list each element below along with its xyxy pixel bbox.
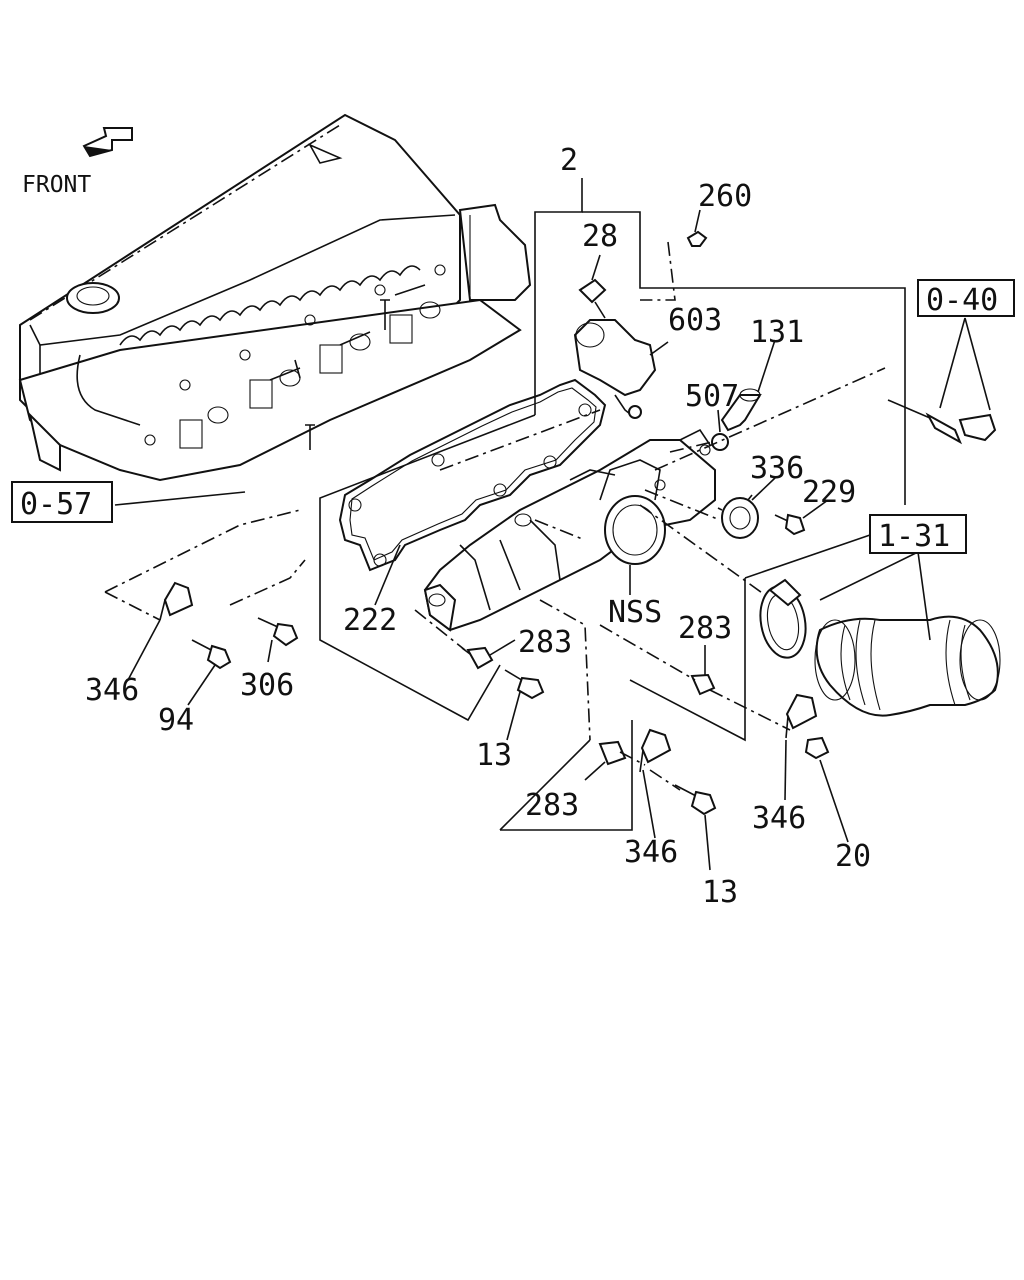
- clip-346-left: [159, 581, 194, 621]
- fitting-131: [720, 388, 762, 432]
- bolt-13-lower: [674, 784, 717, 816]
- part-labels: 2 260 28 603 131 507 336 229 222 NSS 283…: [85, 143, 871, 910]
- label-2: 2: [560, 143, 578, 178]
- label-507: 507: [685, 379, 739, 414]
- label-346-right: 346: [752, 801, 806, 836]
- bolt-28: [578, 278, 607, 319]
- label-283-lower: 283: [525, 788, 579, 823]
- plug-507: [711, 433, 729, 451]
- nut-20: [804, 736, 830, 760]
- label-336: 336: [750, 451, 804, 486]
- ref-box-1-31: 1-31: [869, 514, 967, 554]
- bolt-94: [191, 639, 232, 670]
- svg-text:0-57: 0-57: [20, 487, 92, 522]
- label-131: 131: [750, 315, 804, 350]
- label-nss: NSS: [608, 595, 662, 630]
- label-306: 306: [240, 668, 294, 703]
- label-283-right: 283: [678, 611, 732, 646]
- label-603: 603: [668, 303, 722, 338]
- label-260: 260: [698, 179, 752, 214]
- hose-clamp: [759, 578, 807, 659]
- nut-283-upper: [461, 646, 494, 670]
- ref-box-0-40: 0-40: [917, 279, 1015, 318]
- label-346-middle: 346: [624, 835, 678, 870]
- label-222: 222: [343, 603, 397, 638]
- label-283-upper: 283: [518, 625, 572, 660]
- bolt-13-upper: [504, 669, 545, 700]
- svg-text:0-40: 0-40: [926, 283, 998, 318]
- nut-283-right: [690, 673, 716, 696]
- front-label: FRONT: [22, 172, 91, 198]
- svg-text:1-31: 1-31: [878, 519, 950, 554]
- engine-cylinder-head: [18, 113, 532, 482]
- sensor-603: [573, 319, 657, 419]
- front-arrow-icon: [82, 127, 133, 158]
- label-94: 94: [158, 703, 194, 738]
- label-13-upper: 13: [476, 738, 512, 773]
- gasket-222: [338, 378, 607, 572]
- leader-lines: [104, 178, 991, 871]
- label-229: 229: [802, 475, 856, 510]
- bolt-306: [257, 617, 299, 647]
- nut-283-lower: [598, 740, 627, 766]
- label-20: 20: [835, 839, 871, 874]
- clip-346-right: [785, 693, 818, 739]
- label-28: 28: [582, 219, 618, 254]
- intake-hose: [814, 615, 1001, 717]
- label-346-left: 346: [85, 673, 139, 708]
- ref-box-0-57: 0-57: [11, 481, 113, 523]
- clip-346-middle: [639, 728, 672, 773]
- label-13-lower: 13: [702, 875, 738, 910]
- sensor-336: [717, 494, 759, 539]
- plug-260: [686, 230, 708, 247]
- bolt-229: [774, 513, 806, 536]
- bracket-0-40: [887, 399, 997, 445]
